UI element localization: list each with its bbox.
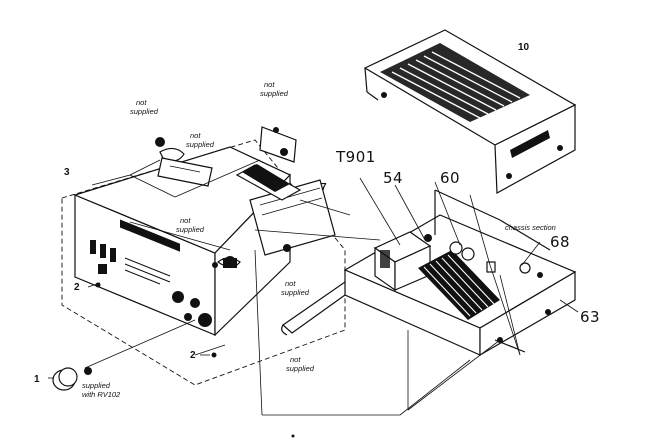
callout-1: 1: [34, 374, 40, 385]
chassis-leader-lines: [359, 177, 579, 411]
callout-60: 60: [440, 169, 460, 187]
not-supplied-text: supplied: [286, 364, 315, 373]
screws: [95, 282, 217, 358]
callout-54: 54: [383, 169, 403, 187]
not-supplied-label-4: not supplied: [176, 216, 205, 234]
chassis-section-label: chassis section: [505, 223, 556, 232]
callout-2a: 2: [74, 282, 80, 293]
supplied-with-text: with RV102: [82, 390, 121, 399]
top-cover: [363, 29, 577, 194]
not-supplied-text: supplied: [130, 107, 159, 116]
not-supplied-text: not: [264, 80, 275, 89]
callout-68: 68: [550, 233, 570, 251]
not-supplied-text: not: [285, 279, 296, 288]
chassis-section: [343, 189, 577, 357]
callout-63: 63: [580, 308, 600, 326]
callout-10: 10: [518, 42, 530, 53]
not-supplied-label-5: not supplied: [281, 279, 310, 297]
callout-3: 3: [64, 167, 70, 178]
front-leader-lines: [84, 159, 471, 416]
not-supplied-text: supplied: [281, 288, 310, 297]
not-supplied-text: not: [180, 216, 191, 225]
not-supplied-label-1: not supplied: [130, 98, 159, 116]
not-supplied-text: supplied: [176, 225, 205, 234]
callout-t901: T901: [335, 148, 376, 166]
callout-2b: 2: [190, 350, 196, 361]
front-buttons: [90, 240, 212, 327]
not-supplied-label-6: not supplied: [286, 355, 315, 373]
volume-knob: [48, 367, 92, 391]
not-supplied-text: not: [190, 131, 201, 140]
not-supplied-text: supplied: [260, 89, 289, 98]
not-supplied-label-3: not supplied: [260, 80, 289, 98]
supplied-text: supplied: [82, 381, 111, 390]
supplied-with-label: supplied with RV102: [82, 381, 121, 399]
not-supplied-label-2: not supplied: [186, 131, 215, 149]
front-panel-assembly: [61, 126, 346, 386]
not-supplied-text: supplied: [186, 140, 215, 149]
not-supplied-text: not: [136, 98, 147, 107]
not-supplied-text: not: [290, 355, 301, 364]
callout-7: 7: [321, 182, 327, 193]
heatsink: [418, 250, 500, 320]
